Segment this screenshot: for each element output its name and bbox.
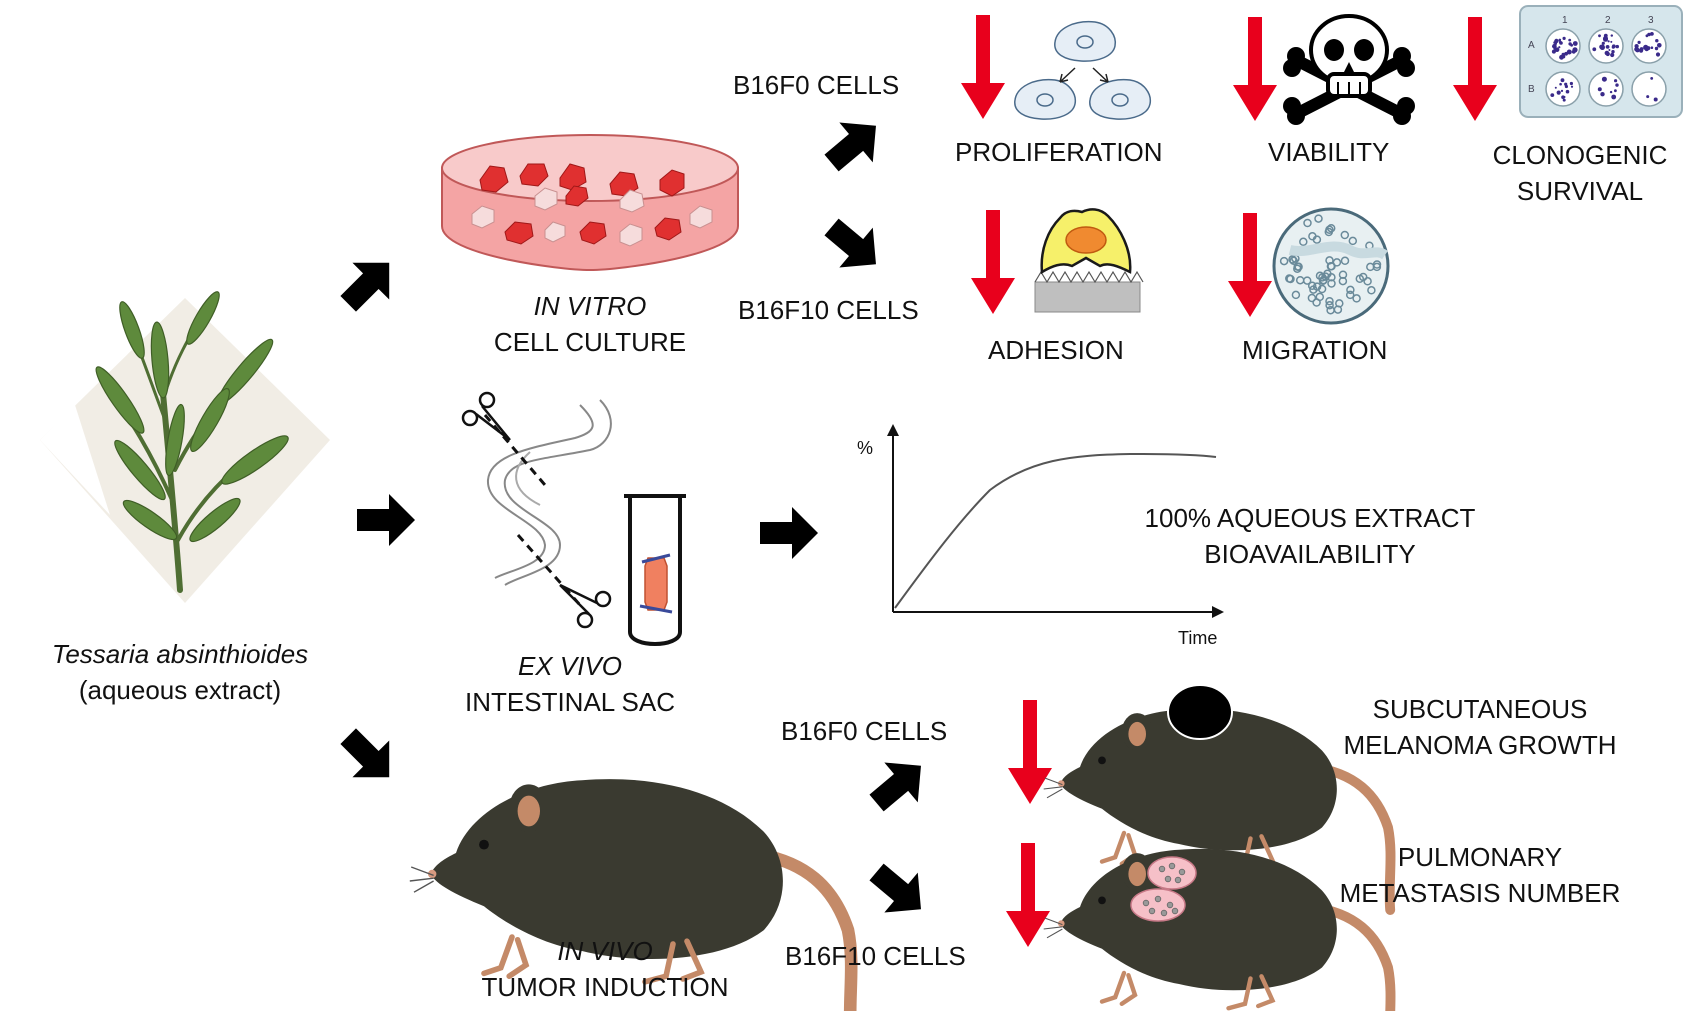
decrease-arrow-clonogenic-icon (1453, 17, 1497, 121)
plate-col-2-label: 2 (1605, 15, 1611, 26)
flow-arrow-to-ex-vivo-icon (357, 494, 415, 546)
petri-dish-icon (441, 134, 739, 272)
graph-x-label: Time (1178, 628, 1218, 648)
test-tube-icon (624, 494, 686, 646)
cell-culture-label: CELL CULTURE (493, 327, 687, 357)
dividing-cells-icon (1014, 20, 1152, 120)
decrease-arrow-viability-icon (1233, 17, 1277, 121)
flow-arrow-b16f0-in-vivo-icon (859, 745, 938, 823)
flow-arrow-b16f10-in-vivo-icon (859, 852, 938, 930)
extract-type: (aqueous extract) (78, 675, 282, 705)
clonogenic-line2: SURVIVAL (1516, 176, 1644, 206)
in-vivo-label: IN VIVO TUMOR INDUCTION (440, 933, 770, 1005)
scissors-top-icon (461, 391, 511, 441)
result-line2: BIOAVAILABILITY (1204, 539, 1416, 569)
plate-row-a-label: A (1528, 40, 1535, 51)
ex-vivo-italic: EX VIVO (517, 651, 623, 681)
subcutaneous-melanoma-label: SUBCUTANEOUS MELANOMA GROWTH (1290, 691, 1670, 763)
flow-arrow-to-in-vivo-icon (329, 717, 408, 796)
mouse-subcutaneous-icon (1044, 684, 1391, 910)
clonogenic-survival-label: CLONOGENIC SURVIVAL (1480, 137, 1680, 209)
adhesion-label: ADHESION (988, 335, 1124, 365)
cut-line-top-icon (483, 414, 547, 486)
tumor-induction-label: TUMOR INDUCTION (481, 972, 729, 1002)
graph-x-axis-arrow-icon (1212, 606, 1224, 618)
bioavailability-graph (887, 424, 1224, 618)
bioavailability-result: 100% AQUEOUS EXTRACT BIOAVAILABILITY (1100, 500, 1520, 572)
viability-label: VIABILITY (1268, 137, 1390, 167)
pulmonary-line2: METASTASIS NUMBER (1339, 878, 1621, 908)
graph-y-axis-arrow-icon (887, 424, 899, 436)
flow-arrow-b16f10-in-vitro-icon (814, 207, 893, 285)
result-line1: 100% AQUEOUS EXTRACT (1144, 503, 1476, 533)
b16f0-in-vitro-label: B16F0 CELLS (733, 70, 900, 100)
clonogenic-line1: CLONOGENIC (1492, 140, 1668, 170)
flow-arrow-b16f0-in-vitro-icon (814, 105, 893, 183)
decrease-arrow-metastasis-icon (1006, 843, 1050, 947)
b16f10-in-vitro-label: B16F10 CELLS (738, 295, 919, 325)
species-name: Tessaria absinthioides (51, 639, 309, 669)
skull-crossbones-icon (1283, 14, 1415, 125)
b16f10-in-vivo-label: B16F10 CELLS (785, 941, 966, 971)
b16f0-in-vivo-label: B16F0 CELLS (781, 716, 948, 746)
plate-row-b-label: B (1528, 84, 1535, 95)
migration-assay-icon (1272, 207, 1390, 325)
plant-photo-icon (40, 291, 330, 603)
well-plate-icon: 1 2 3 A B (1519, 5, 1683, 118)
graph-y-label: % (857, 438, 874, 458)
in-vitro-label: IN VITRO CELL CULTURE (440, 288, 740, 360)
mouse-pulmonary-icon (1044, 849, 1391, 1011)
flow-arrow-to-in-vitro-icon (329, 244, 408, 323)
plate-col-3-label: 3 (1648, 15, 1654, 26)
plate-col-1-label: 1 (1562, 15, 1568, 26)
intestinal-sac-icon (486, 399, 612, 586)
plant-label: Tessaria absinthioides (aqueous extract) (15, 636, 345, 708)
flow-arrow-to-graph-icon (760, 507, 818, 559)
adherent-cell-icon (1034, 208, 1144, 313)
scissors-bottom-icon (559, 583, 612, 629)
migration-label: MIGRATION (1242, 335, 1388, 365)
decrease-arrow-adhesion-icon (971, 210, 1015, 314)
decrease-arrow-proliferation-icon (961, 15, 1005, 119)
subcutaneous-line1: SUBCUTANEOUS (1372, 694, 1588, 724)
decrease-arrow-migration-icon (1228, 213, 1272, 317)
subcutaneous-line2: MELANOMA GROWTH (1343, 730, 1617, 760)
proliferation-label: PROLIFERATION (955, 137, 1163, 167)
pulmonary-metastasis-label: PULMONARY METASTASIS NUMBER (1290, 839, 1670, 911)
pulmonary-line1: PULMONARY (1397, 842, 1563, 872)
graph-curve (894, 452, 1217, 609)
in-vivo-italic: IN VIVO (557, 936, 653, 966)
ex-vivo-label: EX VIVO INTESTINAL SAC (420, 648, 720, 720)
in-vitro-italic: IN VITRO (533, 291, 647, 321)
intestinal-sac-label: INTESTINAL SAC (465, 687, 675, 717)
